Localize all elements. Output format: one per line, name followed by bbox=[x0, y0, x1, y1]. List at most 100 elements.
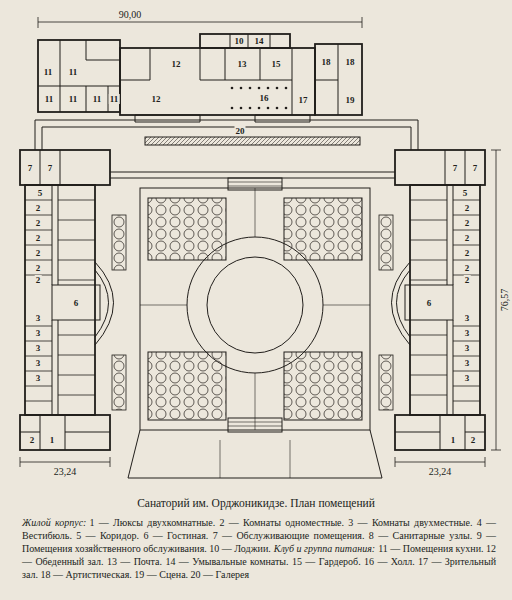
room-number: 6 bbox=[73, 298, 80, 308]
plan-stroke bbox=[120, 48, 292, 115]
plan-stroke bbox=[145, 137, 360, 145]
plan-stroke bbox=[240, 107, 243, 110]
garden bbox=[128, 178, 382, 478]
room-number: 5 bbox=[37, 188, 44, 198]
plan-stroke bbox=[58, 355, 95, 356]
room-number: 12 bbox=[151, 94, 162, 104]
plan-stroke bbox=[95, 262, 114, 345]
plan-stroke bbox=[258, 107, 261, 110]
room-number: 2 bbox=[35, 263, 42, 273]
plan-stroke bbox=[207, 257, 303, 353]
plan-stroke bbox=[58, 335, 95, 336]
room-number: 2 bbox=[35, 275, 42, 285]
room-number: 12 bbox=[171, 59, 182, 69]
plan-stroke bbox=[52, 185, 58, 415]
room-number: 2 bbox=[470, 435, 477, 445]
plan-stroke bbox=[25, 200, 95, 401]
plan-stroke bbox=[25, 260, 52, 261]
room-number: 11 bbox=[109, 94, 120, 104]
room-number: 3 bbox=[35, 358, 42, 368]
plan-stroke bbox=[58, 240, 95, 241]
plan-stroke bbox=[140, 188, 370, 430]
plan-stroke bbox=[230, 34, 338, 115]
dimension-lines bbox=[20, 17, 501, 467]
room-number: 1 bbox=[49, 435, 56, 445]
room-number: 11 bbox=[92, 94, 103, 104]
room-number: 7 bbox=[472, 163, 479, 173]
dimension-label: 90,00 bbox=[118, 10, 143, 20]
gallery bbox=[35, 120, 418, 178]
room-number: 15 bbox=[271, 59, 282, 69]
room-number: 3 bbox=[464, 373, 471, 383]
plan-stroke bbox=[58, 220, 95, 221]
plan-stroke bbox=[285, 87, 288, 90]
room-number: 2 bbox=[464, 218, 471, 228]
plan-stroke bbox=[25, 245, 52, 246]
plan-stroke bbox=[35, 120, 418, 150]
plan-stroke bbox=[58, 280, 95, 281]
plan-stroke bbox=[38, 17, 362, 28]
plan-stroke bbox=[220, 182, 290, 478]
plan-stroke bbox=[42, 127, 411, 150]
room-number: 2 bbox=[464, 233, 471, 243]
plan-stroke bbox=[148, 198, 226, 260]
room-number: 2 bbox=[35, 218, 42, 228]
room-number: 19 bbox=[345, 95, 356, 105]
caption-text: Санаторий им. Орджоникидзе. План помещен… bbox=[137, 497, 375, 509]
room-number: 18 bbox=[345, 57, 356, 67]
room-number: 11 bbox=[43, 67, 54, 77]
room-number: 16 bbox=[259, 93, 270, 103]
plan-stroke bbox=[20, 457, 110, 467]
room-number: 2 bbox=[29, 435, 36, 445]
plan-stroke bbox=[228, 418, 282, 432]
plan-stroke bbox=[231, 87, 234, 90]
dimension-label: 23,24 bbox=[53, 467, 78, 477]
room-number: 2 bbox=[35, 203, 42, 213]
plan-stroke bbox=[38, 40, 120, 112]
plan-stroke bbox=[38, 40, 120, 112]
plan-stroke bbox=[276, 107, 279, 110]
plan-stroke bbox=[25, 356, 52, 357]
plan-stroke bbox=[110, 172, 395, 178]
key-heading: Жилой корпус: bbox=[22, 517, 86, 528]
plan-stroke bbox=[135, 115, 310, 122]
dimension-label: 76,57 bbox=[500, 288, 510, 313]
room-number: 11 bbox=[68, 94, 79, 104]
room-number: 3 bbox=[35, 343, 42, 353]
room-number: 14 bbox=[254, 36, 265, 46]
room-number: 5 bbox=[462, 188, 469, 198]
room-number: 2 bbox=[35, 248, 42, 258]
plan-stroke bbox=[200, 34, 290, 48]
plan-stroke bbox=[25, 341, 52, 342]
plan-stroke bbox=[249, 107, 252, 110]
room-number: 3 bbox=[35, 373, 42, 383]
room-number: 11 bbox=[68, 67, 79, 77]
room-number: 13 bbox=[237, 59, 248, 69]
key-text: Жилой корпус:1 — Люксы двухкомнатные. 2 … bbox=[22, 516, 496, 581]
plan-stroke bbox=[228, 178, 282, 190]
plan-stroke bbox=[284, 352, 362, 420]
room-number: 3 bbox=[35, 328, 42, 338]
plan-stroke bbox=[20, 150, 110, 185]
plan-stroke bbox=[285, 107, 288, 110]
plan-stroke bbox=[112, 355, 126, 410]
room-number: 3 bbox=[464, 328, 471, 338]
room-number: 11 bbox=[44, 94, 55, 104]
plan-stroke bbox=[58, 260, 95, 261]
room-number: 6 bbox=[426, 298, 433, 308]
plan-stroke bbox=[25, 215, 52, 216]
plan-stroke bbox=[120, 48, 315, 115]
plan-stroke bbox=[25, 386, 52, 387]
plan-stroke bbox=[128, 430, 382, 478]
room-number: 18 bbox=[321, 57, 332, 67]
room-number: 3 bbox=[35, 313, 42, 323]
plan-stroke bbox=[58, 375, 95, 376]
plan-stroke bbox=[52, 285, 100, 320]
plan-stroke bbox=[25, 230, 52, 231]
residential-wing bbox=[20, 150, 126, 450]
room-number: 2 bbox=[464, 263, 471, 273]
room-number: 7 bbox=[47, 163, 54, 173]
plan-stroke bbox=[20, 150, 110, 450]
hall-columns bbox=[231, 87, 288, 110]
dimension-label: 23,24 bbox=[428, 467, 453, 477]
